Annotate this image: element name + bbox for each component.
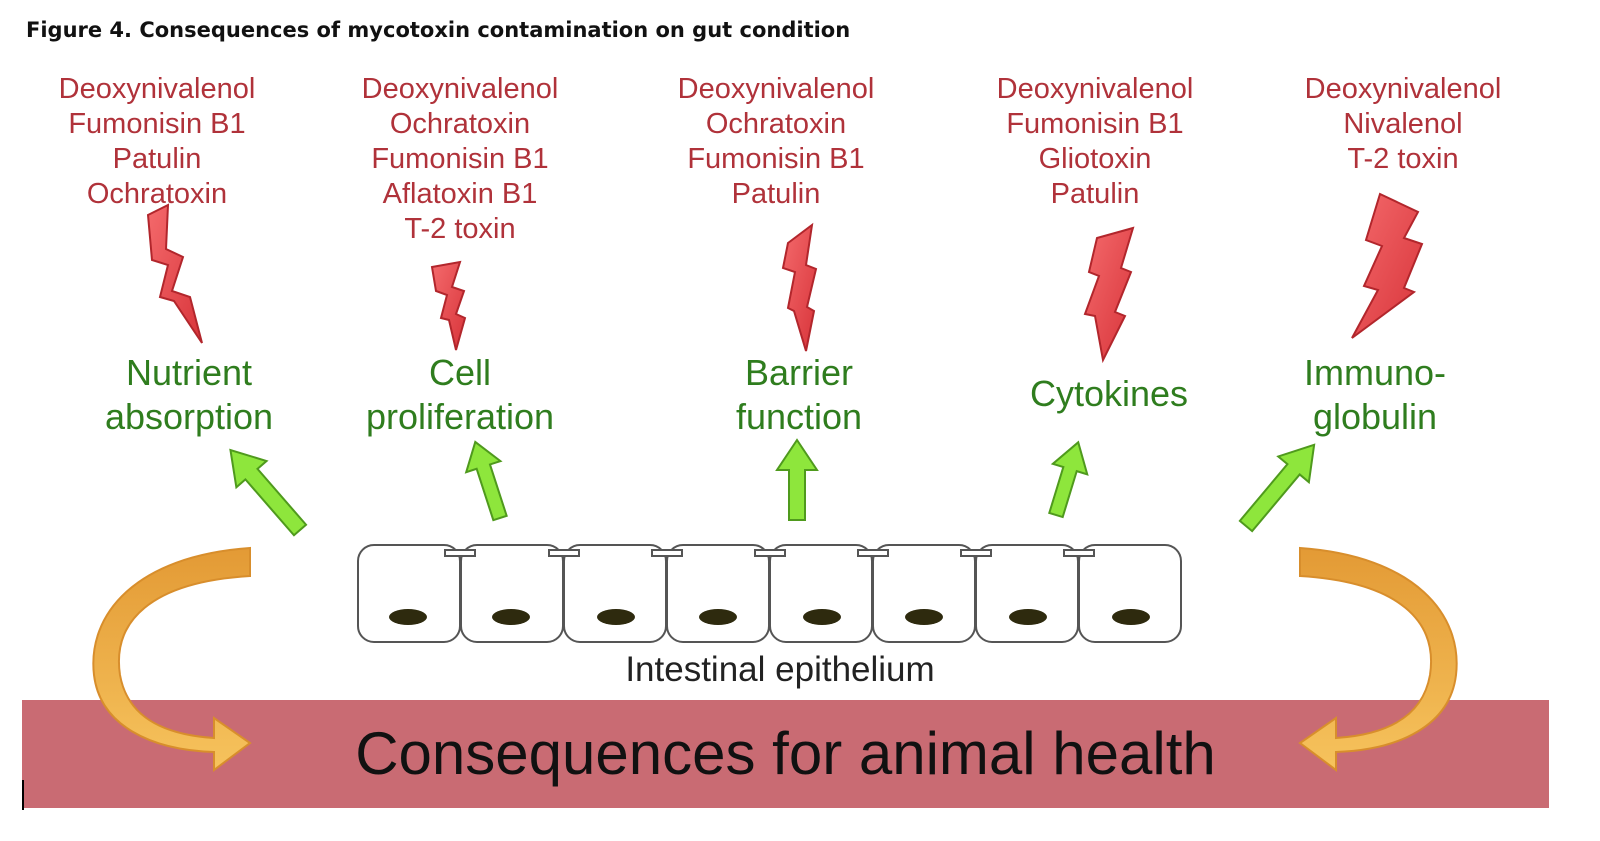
toxin-list-cell: Deoxynivalenol Ochratoxin Fumonisin B1 A… bbox=[300, 72, 620, 247]
up-arrow-icon bbox=[1238, 443, 1316, 533]
toxin-name: Patulin bbox=[731, 178, 821, 210]
effect-label-immunoglobulin: Immuno- globulin bbox=[1215, 351, 1535, 439]
toxin-name: Ochratoxin bbox=[389, 108, 531, 140]
lightning-bolt-icon bbox=[781, 222, 818, 352]
toxin-name: Deoxynivalenol bbox=[361, 73, 559, 105]
figure-title: Figure 4. Consequences of mycotoxin cont… bbox=[26, 18, 851, 42]
toxin-name: T-2 toxin bbox=[1347, 143, 1459, 175]
toxin-name: Deoxynivalenol bbox=[1304, 73, 1502, 105]
epithelial-cell-icon bbox=[460, 544, 564, 643]
epithelial-cell-icon bbox=[872, 544, 976, 643]
toxin-name: Fumonisin B1 bbox=[1006, 108, 1184, 140]
effect-line: Cell bbox=[428, 352, 491, 393]
lightning-bolt-icon bbox=[146, 203, 203, 344]
epithelial-cell-icon bbox=[666, 544, 770, 643]
epithelial-cell-icon bbox=[1078, 544, 1182, 643]
lightning-bolt-icon bbox=[430, 260, 467, 351]
effect-line: function bbox=[735, 396, 863, 437]
toxin-list-immunoglobulin: Deoxynivalenol Nivalenol T-2 toxin bbox=[1243, 72, 1563, 177]
consequence-band bbox=[22, 700, 1549, 808]
curved-arrow-icon bbox=[1298, 546, 1458, 772]
effect-line: proliferation bbox=[365, 396, 555, 437]
toxin-name: Ochratoxin bbox=[86, 178, 228, 210]
epithelial-cell-icon bbox=[769, 544, 873, 643]
toxin-name: Patulin bbox=[112, 143, 202, 175]
toxin-list-cytokines: Deoxynivalenol Fumonisin B1 Gliotoxin Pa… bbox=[935, 72, 1255, 212]
effect-label-nutrient-absorption: Nutrient absorption bbox=[29, 351, 349, 439]
toxin-name: Fumonisin B1 bbox=[687, 143, 865, 175]
effect-line: Cytokines bbox=[1029, 373, 1189, 414]
toxin-name: Gliotoxin bbox=[1038, 143, 1152, 175]
effect-line: Nutrient bbox=[125, 352, 253, 393]
consequence-label: Consequences for animal health bbox=[355, 720, 1216, 787]
up-arrow-icon bbox=[229, 448, 308, 537]
toxin-name: Ochratoxin bbox=[705, 108, 847, 140]
effect-label-barrier-function: Barrier function bbox=[639, 351, 959, 439]
effect-line: Immuno- bbox=[1303, 352, 1447, 393]
up-arrow-icon bbox=[775, 438, 819, 521]
toxin-name: Fumonisin B1 bbox=[371, 143, 549, 175]
toxin-list-barrier: Deoxynivalenol Ochratoxin Fumonisin B1 P… bbox=[616, 72, 936, 212]
up-arrow-icon bbox=[464, 440, 508, 522]
toxin-list-nutrient: Deoxynivalenol Fumonisin B1 Patulin Ochr… bbox=[0, 72, 317, 212]
toxin-name: Patulin bbox=[1050, 178, 1140, 210]
effect-line: absorption bbox=[104, 396, 274, 437]
effect-label-cytokines: Cytokines bbox=[949, 372, 1269, 416]
toxin-name: T-2 toxin bbox=[404, 213, 516, 245]
effect-label-cell-proliferation: Cell proliferation bbox=[300, 351, 620, 439]
effect-line: Barrier bbox=[744, 352, 854, 393]
text-cursor bbox=[22, 780, 24, 810]
toxin-name: Deoxynivalenol bbox=[996, 73, 1194, 105]
toxin-name: Fumonisin B1 bbox=[68, 108, 246, 140]
toxin-name: Aflatoxin B1 bbox=[382, 178, 538, 210]
lightning-bolt-icon bbox=[1351, 192, 1424, 339]
toxin-name: Deoxynivalenol bbox=[58, 73, 256, 105]
curved-arrow-icon bbox=[92, 546, 252, 772]
epithelial-cell-icon bbox=[357, 544, 461, 643]
lightning-bolt-icon bbox=[1083, 226, 1135, 364]
epithelial-cell-icon bbox=[563, 544, 667, 643]
epithelium-cells bbox=[357, 544, 1182, 643]
toxin-name: Deoxynivalenol bbox=[677, 73, 875, 105]
epithelium-label: Intestinal epithelium bbox=[625, 650, 935, 689]
effect-line: globulin bbox=[1312, 396, 1438, 437]
up-arrow-icon bbox=[1048, 440, 1089, 519]
toxin-name: Nivalenol bbox=[1343, 108, 1463, 140]
tight-junctions bbox=[444, 549, 1095, 557]
epithelial-cell-icon bbox=[975, 544, 1079, 643]
